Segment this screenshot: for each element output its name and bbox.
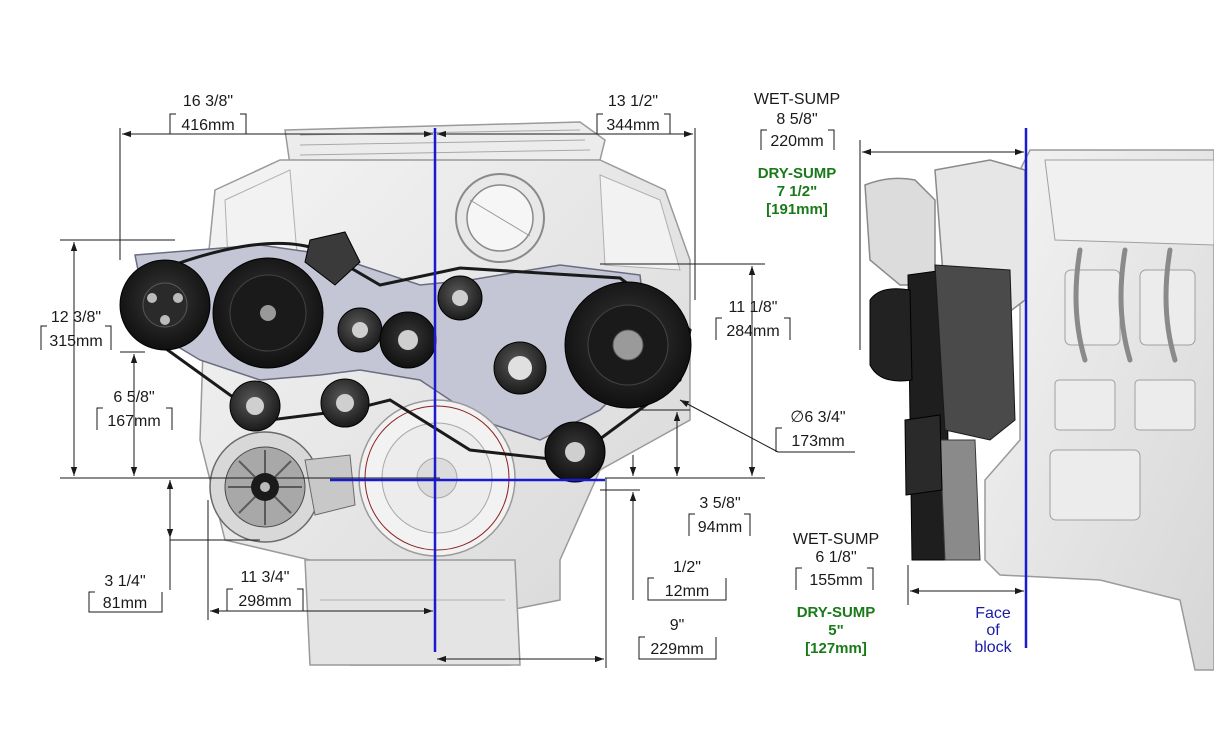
balancer-height-inch: 11 1/8" bbox=[729, 299, 778, 316]
small-offset-inch: 1/2" bbox=[673, 559, 701, 576]
alternator-width-inch: 11 3/4" bbox=[241, 569, 290, 586]
dry-sump-top-label: DRY-SUMP bbox=[758, 165, 837, 182]
face-of-block-label-1: Face bbox=[975, 605, 1011, 622]
wet-sump-bottom-inch: 6 1/8" bbox=[815, 549, 856, 566]
height-lower-mm: 167mm bbox=[107, 413, 160, 430]
dry-sump-bottom-label: DRY-SUMP bbox=[797, 604, 876, 621]
dry-sump-bottom-mm: [127mm] bbox=[805, 640, 867, 657]
width-left-inch: 16 3/8" bbox=[183, 93, 233, 110]
right-bottom-mm: 229mm bbox=[650, 641, 703, 658]
face-of-block-label-2: of bbox=[986, 622, 1000, 639]
idler-height-mm: 94mm bbox=[698, 519, 742, 536]
side-engine-illustration bbox=[864, 149, 1214, 671]
balancer-diameter-inch: ∅6 3/4" bbox=[790, 409, 845, 426]
wet-sump-top-inch: 8 5/8" bbox=[776, 111, 817, 128]
wet-sump-bottom-mm: 155mm bbox=[809, 572, 862, 589]
wet-sump-bottom-label: WET-SUMP bbox=[793, 531, 879, 548]
dimension-lines bbox=[60, 128, 1024, 668]
face-of-block-label-3: block bbox=[974, 639, 1012, 656]
balancer-height-mm: 284mm bbox=[726, 323, 779, 340]
alternator-drop-inch: 3 1/4" bbox=[104, 573, 145, 590]
wet-sump-top-mm: 220mm bbox=[770, 133, 823, 150]
small-offset-mm: 12mm bbox=[665, 583, 709, 600]
side-labels: WET-SUMP 8 5/8" 220mm DRY-SUMP 7 1/2" [1… bbox=[754, 91, 1013, 657]
mm-brackets bbox=[40, 113, 874, 660]
height-lower-inch: 6 5/8" bbox=[113, 389, 154, 406]
height-total-mm: 315mm bbox=[49, 333, 102, 350]
alternator-width-mm: 298mm bbox=[238, 593, 291, 610]
dry-sump-top-inch: 7 1/2" bbox=[777, 183, 817, 200]
dry-sump-top-mm: [191mm] bbox=[766, 201, 828, 218]
height-total-inch: 12 3/8" bbox=[51, 309, 101, 326]
width-right-inch: 13 1/2" bbox=[608, 93, 658, 110]
idler-height-inch: 3 5/8" bbox=[699, 495, 740, 512]
front-engine-illustration bbox=[119, 121, 692, 666]
balancer-diameter-mm: 173mm bbox=[791, 433, 844, 450]
centerlines bbox=[330, 128, 1028, 652]
dry-sump-bottom-inch: 5" bbox=[828, 622, 843, 639]
width-left-mm: 416mm bbox=[181, 117, 234, 134]
right-bottom-inch: 9" bbox=[670, 617, 685, 634]
wet-sump-top-label: WET-SUMP bbox=[754, 91, 840, 108]
alternator-drop-mm: 81mm bbox=[103, 595, 147, 612]
width-right-mm: 344mm bbox=[606, 117, 659, 134]
front-labels: 16 3/8" 416mm 13 1/2" 344mm 12 3/8" 315m… bbox=[49, 93, 845, 658]
